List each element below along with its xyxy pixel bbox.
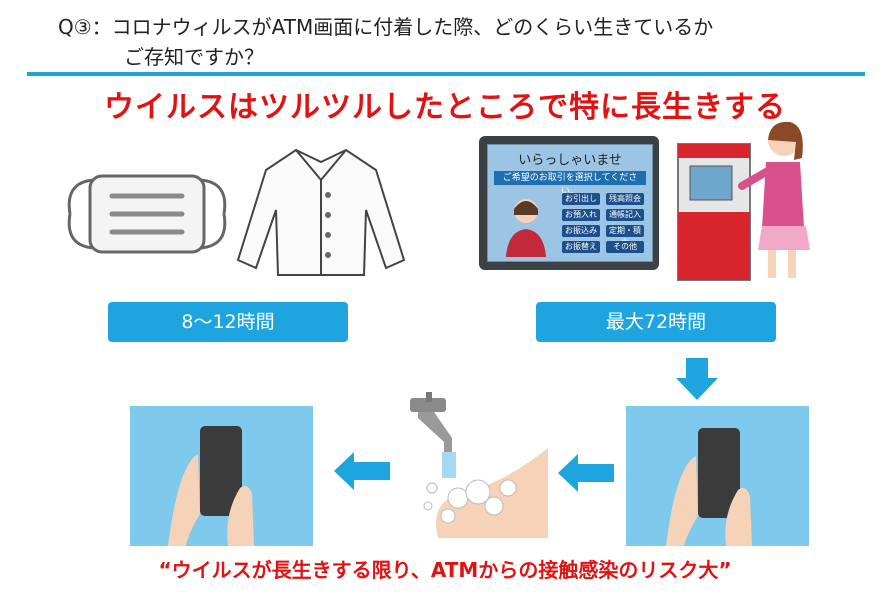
phone-touch-panel-left xyxy=(130,406,313,546)
question-line-2: ご存知ですか？ xyxy=(124,45,264,69)
atm-attendant-figure xyxy=(506,199,546,257)
atm-button-balance: 残高照会 xyxy=(606,193,644,205)
atm-greeting: いらっしゃいませ xyxy=(518,153,622,168)
shirt-illustration xyxy=(236,148,406,276)
question-text: Q③：コロナウィルスがATM画面に付着した際、どのくらい生きているか ご存知です… xyxy=(58,12,858,72)
face-mask-illustration xyxy=(67,174,227,254)
atm-survival-label: 最大72時間 xyxy=(536,302,776,342)
header-divider xyxy=(27,72,865,76)
atm-button-deposit: お預入れ xyxy=(562,209,600,221)
phone-touch-panel-right xyxy=(626,406,809,546)
atm-button-withdraw: お引出し xyxy=(562,193,600,205)
arrow-down-icon xyxy=(676,358,718,400)
atm-user-illustration xyxy=(677,121,810,281)
headline: ウイルスはツルツルしたところで特に長生きする xyxy=(104,90,786,125)
hand-washing-illustration xyxy=(410,392,548,538)
atm-button-passbook: 通帳記入 xyxy=(606,209,644,221)
atm-button-transfer: お振込み xyxy=(562,225,600,237)
atm-prompt: ご希望のお取引を選択してください。 xyxy=(494,171,646,197)
atm-button-savings: 定期・積立 xyxy=(606,225,644,247)
risk-caption: “ウイルスが長生きする限り、ATMからの接触感染のリスク大” xyxy=(158,558,732,582)
question-line-1: Q③：コロナウィルスがATM画面に付着した際、どのくらい生きているか xyxy=(58,15,714,39)
arrow-left-icon xyxy=(334,452,390,490)
fabric-survival-label: 8〜12時間 xyxy=(108,302,348,342)
atm-screen-illustration: いらっしゃいませ ご希望のお取引を選択してください。 お引出し 残高照会 お預入… xyxy=(479,136,659,270)
atm-button-other: その他 xyxy=(606,241,644,253)
arrow-left-icon xyxy=(558,454,614,492)
atm-button-account-transfer: お振替え xyxy=(562,241,600,253)
